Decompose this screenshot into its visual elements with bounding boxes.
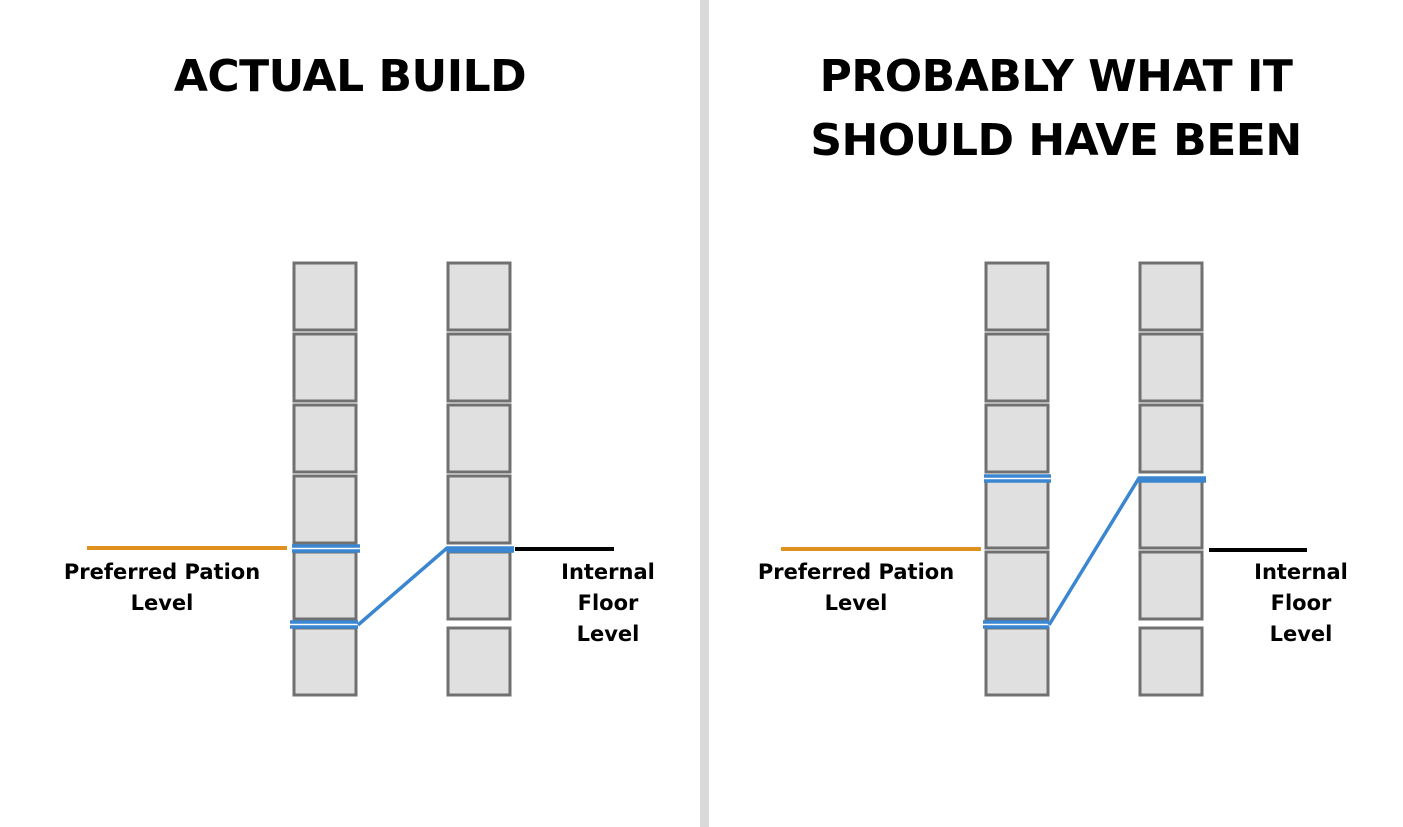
internal-floor-label: Internal Floor Level — [561, 560, 655, 646]
block — [292, 403, 358, 474]
block — [446, 332, 512, 403]
block — [292, 332, 358, 403]
block — [1138, 403, 1204, 474]
block — [984, 479, 1050, 550]
panel-divider — [700, 0, 709, 827]
block — [446, 403, 512, 474]
block — [446, 261, 512, 332]
actual-build-diagram — [87, 261, 614, 697]
block — [292, 474, 358, 545]
suggested-build-diagram — [781, 261, 1307, 697]
title-line: PROBABLY WHAT IT — [819, 51, 1293, 102]
block — [1138, 626, 1204, 697]
block — [1138, 261, 1204, 332]
block — [292, 261, 358, 332]
slope-path — [983, 474, 1206, 629]
actual-build-panel: ACTUAL BUILD Pre — [0, 0, 700, 827]
block — [984, 403, 1050, 474]
suggested-build-panel: PROBABLY WHAT IT SHOULD HAVE BEEN — [709, 0, 1403, 827]
block — [984, 261, 1050, 332]
block — [984, 550, 1050, 621]
block — [1138, 550, 1204, 621]
internal-floor-label: Internal Floor Level — [1254, 560, 1348, 646]
right-wall-column — [1138, 261, 1204, 697]
block — [292, 626, 358, 697]
block — [446, 550, 512, 621]
patio-level-label: Preferred Pation Level — [63, 560, 261, 615]
block — [292, 550, 358, 621]
suggested-build-title: PROBABLY WHAT IT SHOULD HAVE BEEN — [709, 45, 1403, 173]
block — [984, 332, 1050, 403]
title-line: SHOULD HAVE BEEN — [810, 115, 1302, 166]
title-line: ACTUAL BUILD — [173, 51, 527, 102]
left-wall-column — [984, 261, 1050, 697]
block — [1138, 332, 1204, 403]
block — [1138, 479, 1204, 550]
block — [446, 626, 512, 697]
block — [984, 626, 1050, 697]
left-wall-column — [292, 261, 358, 697]
actual-build-title: ACTUAL BUILD — [0, 45, 700, 109]
patio-level-label: Preferred Pation Level — [757, 560, 955, 615]
slope-path — [290, 544, 514, 629]
right-wall-column — [446, 261, 512, 697]
block — [446, 474, 512, 545]
